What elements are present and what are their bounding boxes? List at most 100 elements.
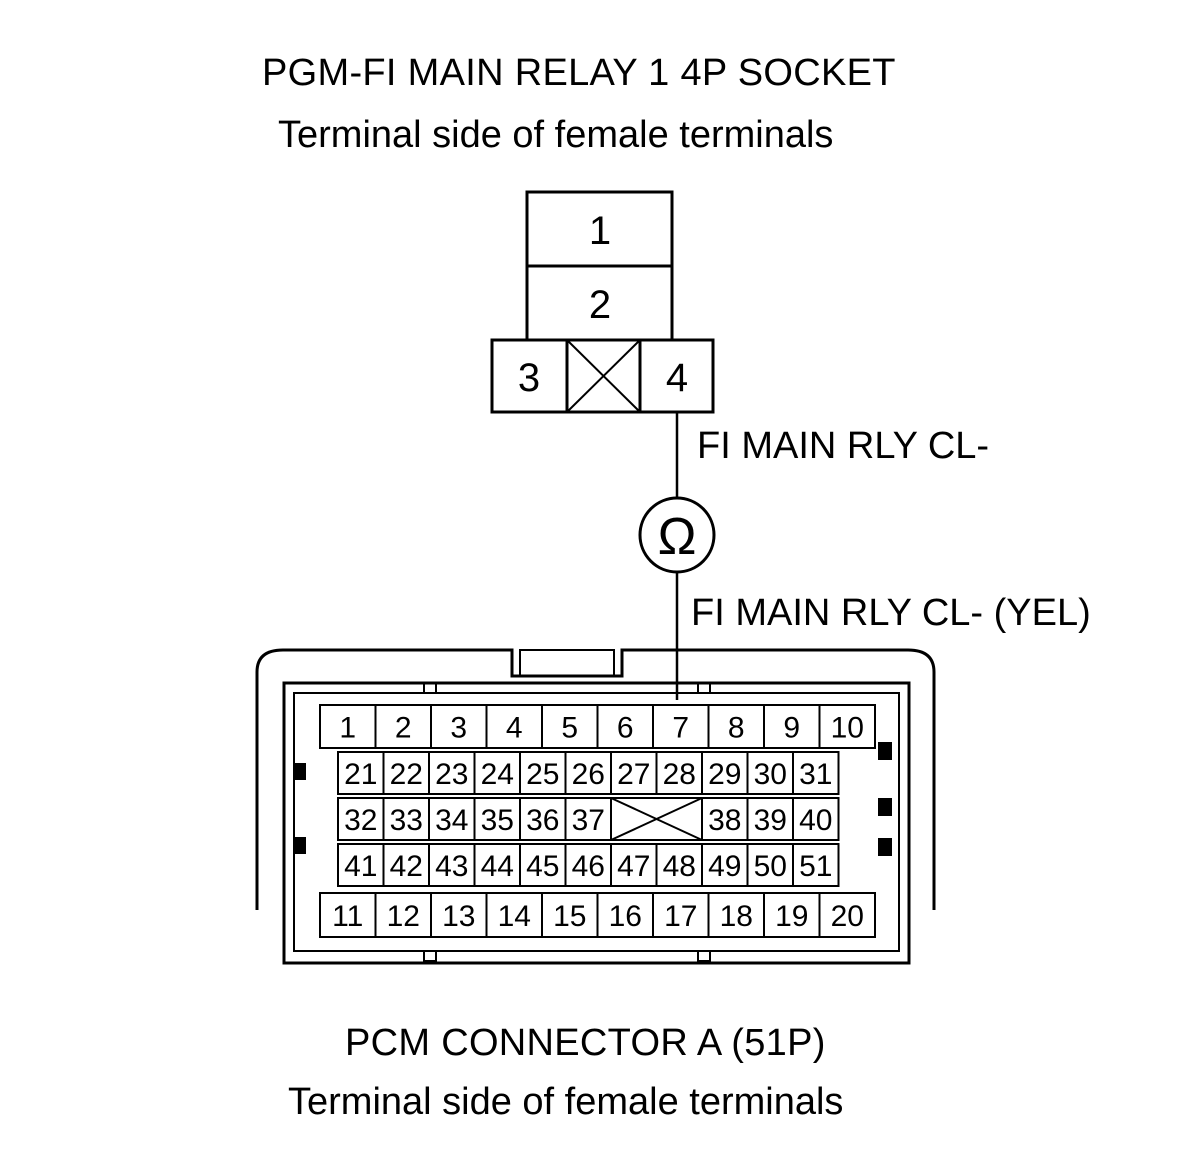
pcm-pin-row2-6: 27 [617, 758, 650, 791]
pcm-pin-row2-2: 23 [435, 758, 468, 791]
pcm-pin-row5-4: 15 [553, 900, 586, 933]
pcm-pin-row1-4: 5 [561, 712, 578, 745]
pcm-pin-row5-2: 13 [442, 900, 475, 933]
pcm-pin-row4-7: 48 [663, 850, 696, 883]
pcm-pin-row1-9: 10 [831, 712, 864, 745]
pcm-pin-row5-1: 12 [387, 900, 420, 933]
pcm-pin-row1-6: 7 [672, 712, 689, 745]
pcm-pin-row2-3: 24 [481, 758, 514, 791]
pcm-blank-cavity [610, 797, 703, 841]
pcm-pin-row4-1-cell [382, 843, 430, 887]
pcm-pin-row3l-4: 36 [526, 804, 559, 837]
pcm-pin-row4-4-cell [519, 843, 567, 887]
pcm-pin-row2-7: 28 [663, 758, 696, 791]
pcm-pin-row3r-0: 38 [708, 804, 741, 837]
pcm-pin-row3r-1: 39 [754, 804, 787, 837]
pcm-pin-row4-3-cell [473, 843, 521, 887]
pcm-pin-row5-0-cell [319, 892, 377, 938]
pcm-pin-row1-2: 3 [450, 712, 467, 745]
pcm-pin-row3r-1-cell [746, 797, 794, 841]
pcm-pin-row4-3: 44 [481, 850, 514, 883]
pcm-pin-row4-8-cell [701, 843, 749, 887]
pcm-pin-row2-1: 22 [390, 758, 423, 791]
pcm-pin-row5-2-cell [430, 892, 488, 938]
pcm-pin-row2-8: 29 [708, 758, 741, 791]
pcm-pin-row5-9-cell [818, 892, 876, 938]
pcm-pin-row1-7-cell [707, 704, 765, 749]
pcm-connector-subtitle: Terminal side of female terminals [288, 1081, 844, 1123]
pcm-pin-row2-9-cell [746, 751, 794, 795]
pcm-pin-row4-4: 45 [526, 850, 559, 883]
pcm-pin-row5-7-cell [707, 892, 765, 938]
pcm-pin-row4-10-cell [792, 843, 840, 887]
pcm-pin-row3l-0: 32 [344, 804, 377, 837]
pcm-pin-row4-2-cell [428, 843, 476, 887]
pcm-pin-row1-4-cell [541, 704, 599, 749]
pcm-pin-row3l-5: 37 [572, 804, 605, 837]
pcm-pin-row2-0: 21 [344, 758, 377, 791]
pcm-pin-row3l-1-cell [382, 797, 430, 841]
pcm-pin-row3l-3: 35 [481, 804, 514, 837]
pcm-pin-row1-8: 9 [783, 712, 800, 745]
pcm-pin-row2-9: 30 [754, 758, 787, 791]
pcm-pin-row5-6: 17 [664, 900, 697, 933]
relay-pin-1: 1 [589, 209, 611, 253]
pcm-pin-row5-7: 18 [720, 900, 753, 933]
pcm-pin-row3l-2-cell [428, 797, 476, 841]
pcm-pin-row4-8: 49 [708, 850, 741, 883]
pcm-pin-row5-3-cell [485, 892, 543, 938]
pcm-connector-housing [255, 648, 936, 965]
pcm-pin-row4-7-cell [655, 843, 703, 887]
pcm-pin-row1-9-cell [818, 704, 876, 749]
relay-pin-4: 4 [666, 356, 688, 400]
pcm-pin-row4-2: 43 [435, 850, 468, 883]
pcm-pin-row4-10: 51 [799, 850, 832, 883]
pcm-pin-row2-3-cell [473, 751, 521, 795]
pcm-pin-row4-6-cell [610, 843, 658, 887]
pcm-pin-row2-4: 25 [526, 758, 559, 791]
relay-socket-subtitle: Terminal side of female terminals [278, 114, 834, 156]
wire-lower-label: FI MAIN RLY CL- (YEL) [691, 592, 1091, 634]
pcm-pin-row5-3: 14 [498, 900, 531, 933]
pcm-pin-row1-2-cell [430, 704, 488, 749]
pcm-pin-row2-5: 26 [572, 758, 605, 791]
pcm-pin-row5-5: 16 [609, 900, 642, 933]
pcm-pin-row4-0: 41 [344, 850, 377, 883]
pcm-connector-title: PCM CONNECTOR A (51P) [345, 1022, 826, 1064]
pcm-pin-row2-2-cell [428, 751, 476, 795]
pcm-pin-row1-3: 4 [506, 712, 523, 745]
pcm-pin-row4-6: 47 [617, 850, 650, 883]
pcm-pin-row3l-2: 34 [435, 804, 468, 837]
pcm-pin-row5-6-cell [652, 892, 710, 938]
pcm-pin-row3r-2-cell [792, 797, 840, 841]
pcm-pin-row5-5-cell [596, 892, 654, 938]
pcm-locking-tabs [295, 742, 892, 856]
pcm-pin-row2-4-cell [519, 751, 567, 795]
pcm-pin-row1-0: 1 [339, 712, 356, 745]
pcm-pin-row1-8-cell [763, 704, 821, 749]
pcm-pin-row1-5: 6 [617, 712, 634, 745]
relay-bottom-row [490, 338, 715, 414]
pcm-pin-row3l-1: 33 [390, 804, 423, 837]
relay-pin-3: 3 [518, 356, 540, 400]
relay-pin-2: 2 [589, 283, 611, 327]
relay-blank-cavity [566, 339, 641, 413]
wire-upper-label: FI MAIN RLY CL- [697, 425, 989, 467]
pcm-pin-row1-7: 8 [728, 712, 745, 745]
pcm-pin-row5-0: 11 [332, 900, 363, 933]
ohm-icon: Ω [658, 508, 697, 566]
pcm-pin-row2-7-cell [655, 751, 703, 795]
pcm-pin-row1-6-cell [652, 704, 710, 749]
ohmmeter-symbol: Ω [638, 496, 716, 574]
pcm-pin-row5-8: 19 [775, 900, 808, 933]
relay-socket-title: PGM-FI MAIN RELAY 1 4P SOCKET [262, 52, 896, 94]
pcm-pin-row2-10: 31 [799, 758, 832, 791]
pcm-pin-row2-10-cell [792, 751, 840, 795]
pcm-pin-row1-0-cell [319, 704, 377, 749]
pcm-pin-row1-5-cell [596, 704, 654, 749]
pcm-pin-row4-9-cell [746, 843, 794, 887]
pcm-pin-row3l-3-cell [473, 797, 521, 841]
pcm-pin-row2-5-cell [564, 751, 612, 795]
